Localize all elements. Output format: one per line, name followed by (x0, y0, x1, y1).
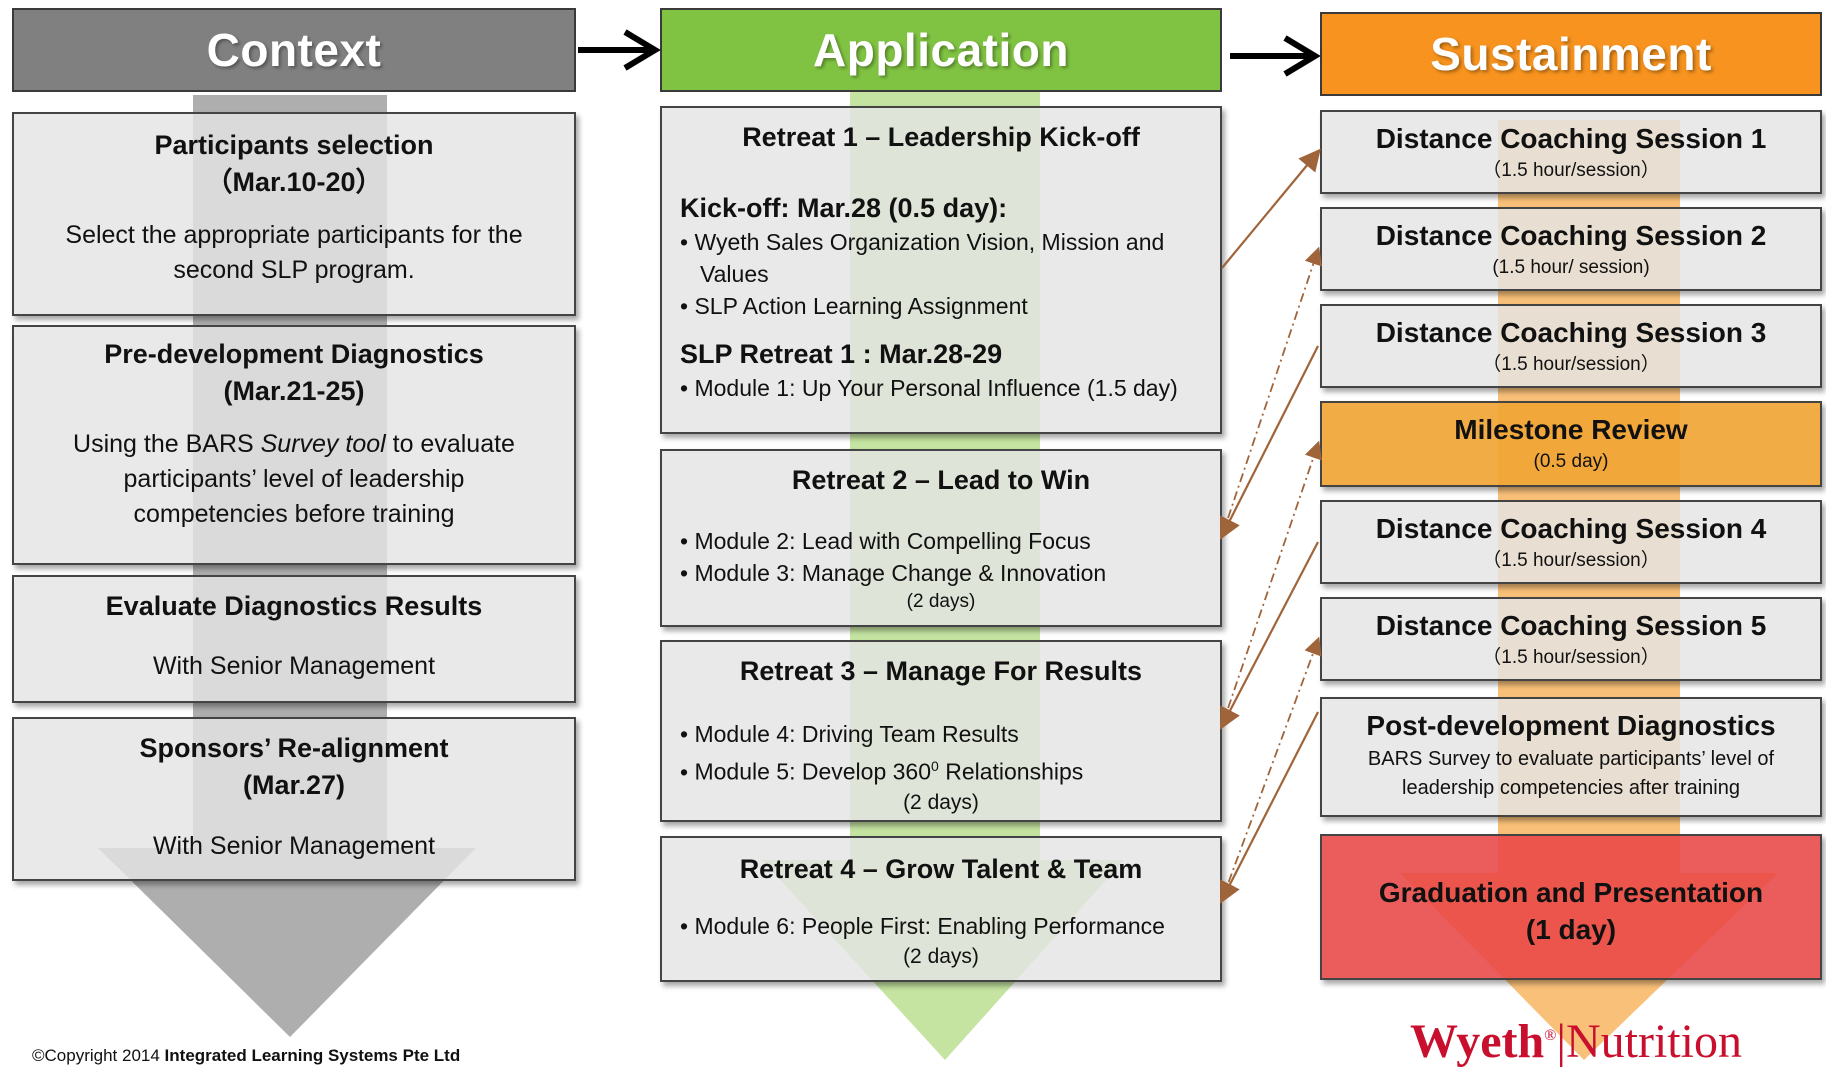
distance-coaching-3-sub: （1.5 hour/session） (1482, 354, 1660, 375)
retreat4-title: Retreat 4 – Grow Talent & Team (739, 854, 1143, 884)
retreat3-title: Retreat 3 – Manage For Results (739, 656, 1143, 686)
list-item: Module 3: Manage Change & Innovation (662, 557, 1220, 589)
predev-diagnostics-date: (Mar.21-25) (223, 376, 365, 406)
distance-coaching-4-box: Distance Coaching Session 4 （1.5 hour/se… (1320, 500, 1822, 584)
retreat3-box: Retreat 3 – Manage For Results Module 4:… (660, 640, 1222, 822)
copyright-text: ©Copyright 2014 Integrated Learning Syst… (32, 1046, 460, 1066)
graduation-box: Graduation and Presentation (1 day) (1320, 834, 1822, 980)
retreat1-kickoff-list: Wyeth Sales Organization Vision, Mission… (662, 226, 1220, 322)
milestone-review-box: Milestone Review (0.5 day) (1320, 401, 1822, 487)
connector-dc4-retreat3 (1219, 541, 1319, 730)
distance-coaching-5-box: Distance Coaching Session 5 （1.5 hour/se… (1320, 597, 1822, 681)
connector-retreat1-dc1 (1221, 148, 1321, 269)
distance-coaching-1-sub: （1.5 hour/session） (1482, 160, 1660, 181)
module5-sup: 0 (931, 758, 939, 774)
copyright-prefix: ©Copyright 2014 (32, 1046, 165, 1065)
connector-dc3-retreat2 (1220, 345, 1319, 540)
sustainment-flow-arrow (1400, 120, 1778, 1060)
distance-coaching-2-title: Distance Coaching Session 2 (1375, 220, 1767, 251)
list-item: Module 2: Lead with Compelling Focus (662, 525, 1220, 557)
evaluate-diagnostics-body: With Senior Management (152, 652, 436, 680)
wyeth-nutrition-logo: Wyeth®|Nutrition (1410, 1012, 1742, 1066)
distance-coaching-4-title: Distance Coaching Session 4 (1375, 513, 1767, 544)
logo-wyeth: Wyeth (1410, 1015, 1545, 1068)
header-context: Context (12, 8, 576, 92)
distance-coaching-2-box: Distance Coaching Session 2 (1.5 hour/ s… (1320, 207, 1822, 291)
module5-text: Module 5: Develop 360 (694, 758, 932, 785)
milestone-review-title: Milestone Review (1454, 414, 1688, 445)
predev-body-em: Survey tool (260, 430, 386, 458)
retreat4-box: Retreat 4 – Grow Talent & Team Module 6:… (660, 836, 1222, 982)
header-sustainment: Sustainment (1320, 12, 1822, 96)
list-item: Wyeth Sales Organization Vision, Mission… (662, 226, 1220, 290)
predev-diagnostics-box: Pre-development Diagnostics (Mar.21-25) … (12, 325, 576, 565)
retreat4-duration: (2 days) (903, 945, 979, 968)
retreat4-list: Module 6: People First: Enabling Perform… (662, 910, 1220, 942)
retreat3-duration: (2 days) (903, 790, 979, 814)
logo-nutrition: Nutrition (1565, 1015, 1742, 1068)
predev-body-pre: Using the BARS (73, 430, 261, 458)
retreat1-box: Retreat 1 – Leadership Kick-off Kick-off… (660, 106, 1222, 434)
participants-selection-date: （Mar.10-20） (205, 167, 383, 197)
participants-selection-body: Select the appropriate participants for … (65, 221, 523, 284)
retreat2-list: Module 2: Lead with Compelling Focus Mod… (662, 525, 1220, 589)
header-arrows (578, 29, 1321, 77)
distance-coaching-1-box: Distance Coaching Session 1 （1.5 hour/se… (1320, 110, 1822, 194)
predev-diagnostics-body: Using the BARS Survey tool to evaluate p… (14, 427, 574, 532)
evaluate-diagnostics-box: Evaluate Diagnostics Results With Senior… (12, 575, 576, 703)
arrow-context-to-application (578, 29, 661, 71)
predev-body-post: to evaluate participants’ level of leade… (123, 430, 515, 528)
list-item: Module 6: People First: Enabling Perform… (662, 910, 1220, 942)
connector-postdev-retreat4 (1219, 711, 1319, 904)
distance-coaching-3-box: Distance Coaching Session 3 （1.5 hour/se… (1320, 304, 1822, 388)
retreat1-title: Retreat 1 – Leadership Kick-off (742, 122, 1140, 152)
header-application: Application (660, 8, 1222, 92)
list-item: SLP Action Learning Assignment (662, 290, 1220, 322)
postdev-diagnostics-box: Post-development Diagnostics BARS Survey… (1320, 697, 1822, 817)
copyright-org: Integrated Learning Systems Pte Ltd (164, 1046, 461, 1065)
retreat2-duration: (2 days) (906, 591, 976, 612)
distance-coaching-1-title: Distance Coaching Session 1 (1375, 123, 1767, 154)
distance-coaching-5-sub: （1.5 hour/session） (1482, 647, 1660, 668)
connector-dashed-1 (1221, 246, 1322, 537)
list-item: Module 1: Up Your Personal Influence (1.… (662, 372, 1220, 404)
arrow-application-to-sustainment (1230, 35, 1321, 77)
predev-diagnostics-title: Pre-development Diagnostics (104, 339, 484, 369)
sponsors-realignment-date: (Mar.27) (242, 770, 346, 800)
milestone-review-sub: (0.5 day) (1533, 451, 1609, 472)
graduation-sub: (1 day) (1525, 914, 1617, 945)
distance-coaching-4-sub: （1.5 hour/session） (1482, 550, 1660, 571)
retreat2-title: Retreat 2 – Lead to Win (791, 465, 1091, 495)
postdev-diagnostics-title: Post-development Diagnostics (1366, 710, 1776, 741)
participants-selection-box: Participants selection （Mar.10-20） Selec… (12, 112, 576, 316)
module5-text-post: Relationships (938, 758, 1084, 785)
list-item: Module 5: Develop 3600 Relationships (662, 750, 1220, 788)
connector-dashed-3 (1221, 636, 1322, 901)
retreat3-list: Module 4: Driving Team Results Module 5:… (662, 718, 1220, 788)
participants-selection-title: Participants selection (154, 130, 434, 160)
distance-coaching-5-title: Distance Coaching Session 5 (1375, 610, 1767, 641)
list-item: Module 4: Driving Team Results (662, 718, 1220, 750)
sponsors-realignment-body: With Senior Management (152, 832, 436, 860)
postdev-diagnostics-body: BARS Survey to evaluate participants’ le… (1367, 748, 1775, 799)
logo-divider: | (1556, 1015, 1566, 1068)
connector-dashed-2 (1221, 440, 1322, 727)
retreat1-slp: SLP Retreat 1 : Mar.28-29 (680, 339, 1003, 369)
evaluate-diagnostics-title: Evaluate Diagnostics Results (105, 591, 483, 621)
graduation-title: Graduation and Presentation (1378, 877, 1764, 908)
retreat1-slp-list: Module 1: Up Your Personal Influence (1.… (662, 372, 1220, 404)
distance-coaching-2-sub: (1.5 hour/ session) (1492, 257, 1650, 278)
sponsors-realignment-box: Sponsors’ Re-alignment (Mar.27) With Sen… (12, 717, 576, 881)
logo-registered: ® (1544, 1027, 1557, 1044)
distance-coaching-3-title: Distance Coaching Session 3 (1375, 317, 1767, 348)
sponsors-realignment-title: Sponsors’ Re-alignment (139, 733, 449, 763)
retreat1-kickoff: Kick-off: Mar.28 (0.5 day): (680, 193, 1008, 223)
